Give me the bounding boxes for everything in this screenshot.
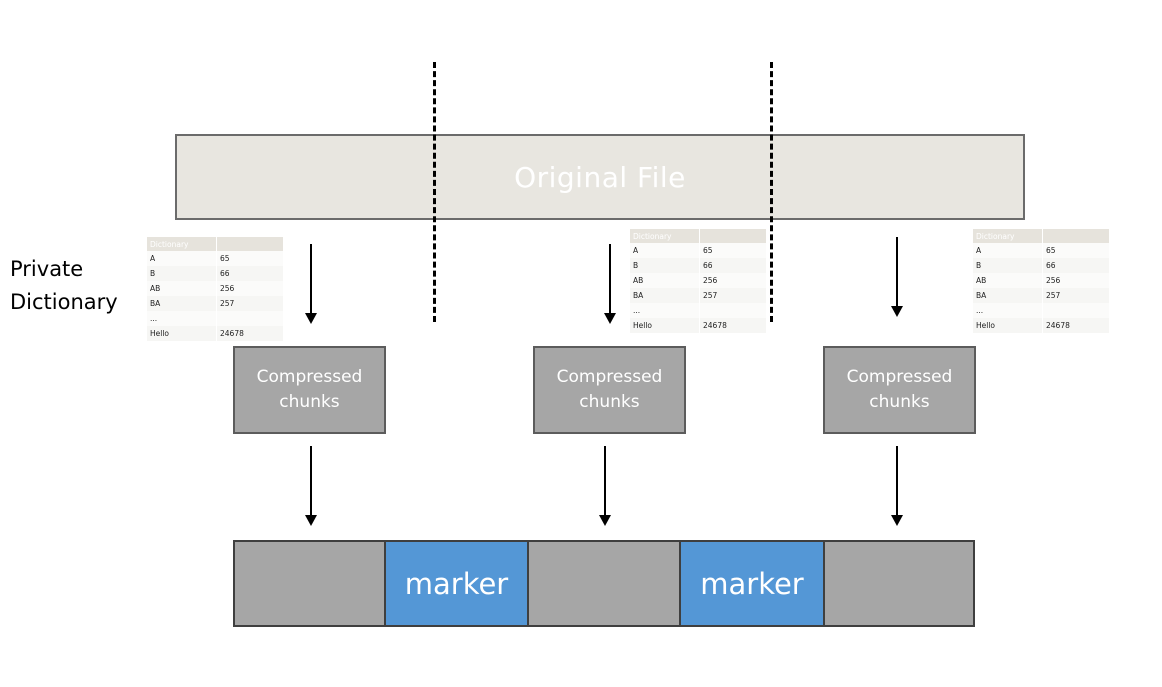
arrow-down-icon — [599, 446, 611, 526]
dictionary-key: B — [630, 258, 700, 273]
dictionary-value: 257 — [699, 288, 767, 303]
dictionary-value: 256 — [216, 281, 284, 296]
dictionary-header: Dictionary — [147, 237, 217, 251]
dictionary-key: AB — [630, 273, 700, 288]
dictionary-key: Hello — [147, 326, 217, 341]
dictionary-key: BA — [973, 288, 1043, 303]
original-file-bar: Original File — [175, 134, 1025, 220]
dictionary-value: 66 — [699, 258, 767, 273]
dictionary-value — [1042, 303, 1110, 318]
table-row: ... — [147, 311, 284, 326]
dictionary-value: 257 — [216, 296, 284, 311]
dictionary-header: Dictionary — [630, 229, 700, 243]
compressed-chunk-2: Compressed chunks — [533, 346, 686, 434]
dictionary-value: 256 — [699, 273, 767, 288]
arrow-down-icon — [604, 244, 616, 324]
dictionary-value: 66 — [1042, 258, 1110, 273]
dictionary-key: A — [630, 243, 700, 258]
dictionary-key: B — [973, 258, 1043, 273]
dictionary-value: 256 — [1042, 273, 1110, 288]
dictionary-key: ... — [973, 303, 1043, 318]
dictionary-key: A — [147, 251, 217, 266]
original-file-label: Original File — [514, 160, 686, 194]
table-row: ... — [630, 303, 767, 318]
split-line-1 — [433, 62, 436, 322]
arrow-down-icon — [305, 446, 317, 526]
arrow-down-icon — [891, 446, 903, 526]
arrow-down-icon — [305, 244, 317, 324]
dictionary-value: 24678 — [1042, 318, 1110, 333]
dictionary-header: Dictionary — [973, 229, 1043, 243]
dictionary-key: Hello — [630, 318, 700, 333]
compressed-chunk-label: Compressed chunks — [556, 367, 663, 412]
dictionary-key: A — [973, 243, 1043, 258]
compressed-chunk-label: Compressed chunks — [846, 367, 953, 412]
compressed-chunk-3: Compressed chunks — [823, 346, 976, 434]
dictionary-value: 65 — [1042, 243, 1110, 258]
dictionary-value: 65 — [699, 243, 767, 258]
dictionary-key: BA — [147, 296, 217, 311]
output-chunk-segment — [823, 540, 975, 627]
private-dictionary-label-line1: Private — [10, 257, 84, 281]
compressed-chunk-1: Compressed chunks — [233, 346, 386, 434]
marker-segment: marker — [384, 540, 529, 627]
private-dictionary-label-line2: Dictionary — [10, 290, 118, 314]
dictionary-key: Hello — [973, 318, 1043, 333]
marker-label: marker — [404, 566, 509, 601]
dictionary-key: BA — [630, 288, 700, 303]
private-dictionary-label: Private Dictionary — [10, 253, 118, 319]
marker-segment: marker — [679, 540, 825, 627]
split-line-2 — [770, 62, 773, 322]
compressed-chunk-label: Compressed chunks — [256, 367, 363, 412]
dictionary-key: ... — [630, 303, 700, 318]
dictionary-key: B — [147, 266, 217, 281]
dictionary-key: ... — [147, 311, 217, 326]
output-chunk-segment — [527, 540, 681, 627]
dictionary-value: 24678 — [216, 326, 284, 341]
dictionary-key: AB — [973, 273, 1043, 288]
dictionary-value: 257 — [1042, 288, 1110, 303]
arrow-down-icon — [891, 237, 903, 317]
dictionary-value: 24678 — [699, 318, 767, 333]
output-chunk-segment — [233, 540, 386, 627]
dictionary-value: 66 — [216, 266, 284, 281]
marker-label: marker — [700, 566, 804, 601]
dictionary-value — [216, 311, 284, 326]
dictionary-value: 65 — [216, 251, 284, 266]
dictionary-key: AB — [147, 281, 217, 296]
dictionary-value — [699, 303, 767, 318]
table-row: ... — [973, 303, 1110, 318]
